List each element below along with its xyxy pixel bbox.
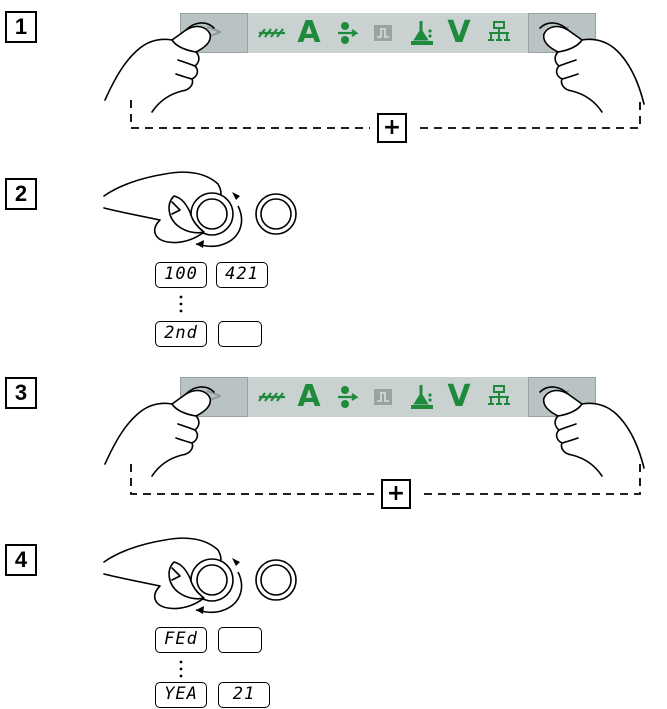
- voltage-V-icon: V: [447, 15, 471, 50]
- wire-feed-icon: [334, 377, 360, 417]
- wire-feed-icon: [334, 13, 360, 53]
- welding-spark-icon: [256, 13, 288, 53]
- pulse-icon: [370, 13, 396, 53]
- combo-plus-3: +: [381, 479, 411, 509]
- torch-icon: [408, 377, 436, 417]
- step-number-4: 4: [5, 544, 37, 576]
- display-right-first-2: 421: [216, 262, 268, 288]
- display-left-last-4: YEA: [155, 682, 207, 708]
- step-number-1: 1: [5, 11, 37, 43]
- current-A-icon: A: [297, 15, 321, 50]
- pulse-icon: [370, 377, 396, 417]
- display-left-last-2: 2nd: [155, 321, 207, 347]
- welding-spark-icon: [256, 377, 288, 417]
- gas-icon: [484, 13, 514, 53]
- display-left-first-2: 100: [155, 262, 207, 288]
- display-right-last-4: 21: [218, 682, 270, 708]
- step-number-3: 3: [5, 377, 37, 409]
- display-right-first-4: [218, 627, 262, 653]
- torch-icon: [408, 13, 436, 53]
- display-right-last-2: [218, 321, 262, 347]
- gas-icon: [484, 377, 514, 417]
- current-A-icon: A: [297, 379, 321, 414]
- display-left-first-4: FEd: [155, 627, 207, 653]
- step-number-2: 2: [5, 178, 37, 210]
- voltage-V-icon: V: [447, 379, 471, 414]
- combo-plus-1: +: [377, 113, 407, 143]
